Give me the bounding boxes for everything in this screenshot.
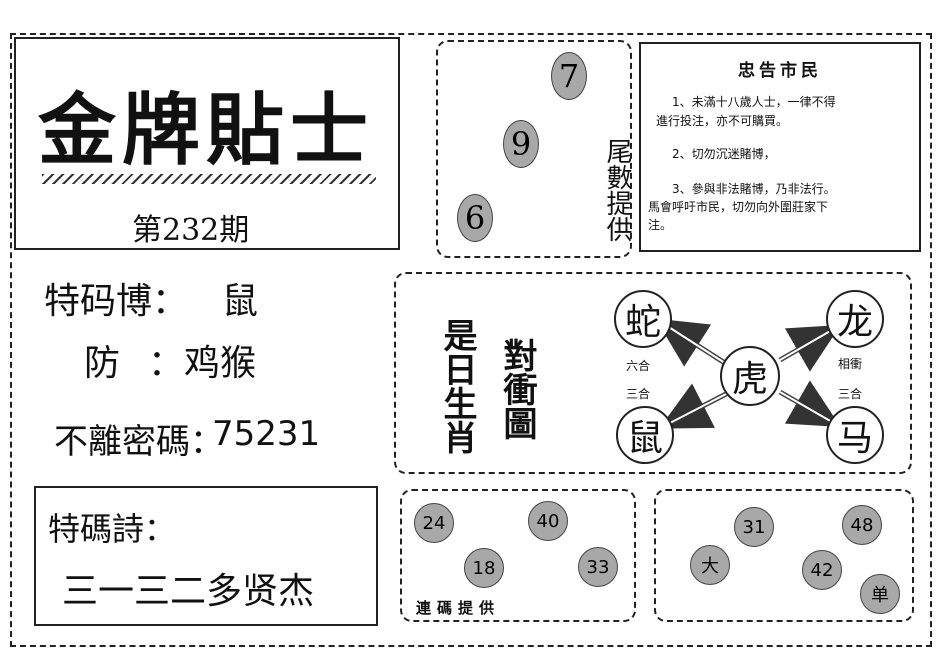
tail-ball: 7 (551, 52, 587, 100)
notice-line: 注。 (648, 218, 673, 232)
guard-separator: ： (148, 343, 185, 384)
tail-number-panel (436, 40, 632, 258)
zodiac-left-text: 是日生肖 (437, 318, 477, 454)
title-underline (42, 174, 376, 184)
special-label: 特码博： (44, 281, 189, 322)
zodiac-bottom-right: 马 (826, 406, 884, 464)
poem-label: 特碼詩： (48, 510, 177, 548)
tail-label: 尾數提供 (602, 138, 632, 242)
combo-panel (400, 489, 636, 622)
poem-panel (34, 486, 378, 626)
extra-ball: 42 (802, 550, 842, 590)
parity-ball: 单 (860, 574, 900, 614)
page-title: 金牌貼士 (38, 85, 375, 176)
guard-value: 鸡猴 (184, 343, 257, 384)
code-value: 75231 (212, 414, 321, 454)
zodiac-top-right: 龙 (826, 290, 884, 348)
notice-line: 進行投注，亦不可購買。 (656, 114, 789, 128)
relation-label: 三合 (838, 387, 863, 401)
special-value: 鼠 (222, 281, 259, 322)
relation-label: 三合 (626, 387, 651, 401)
guard-label: 防 (84, 343, 121, 384)
notice-title: 忠告市民 (738, 61, 822, 81)
zodiac-center: 虎 (720, 346, 780, 406)
relation-label: 相衝 (838, 357, 863, 371)
zodiac-right-text: 對衝圖 (497, 338, 537, 440)
issue-number: 第232期 (132, 213, 250, 248)
notice-line: 馬會呼吁市民，切勿向外圍莊家下 (648, 200, 829, 214)
combo-ball: 40 (528, 501, 568, 541)
combo-ball: 18 (464, 548, 504, 588)
relation-label: 六合 (626, 359, 651, 373)
title-panel (14, 37, 400, 250)
extra-panel (654, 489, 914, 622)
extra-ball: 48 (842, 505, 882, 545)
combo-label: 連碼提供 (416, 599, 501, 617)
zodiac-bottom-left: 鼠 (616, 406, 674, 464)
notice-line: 2、切勿沉迷賭博， (672, 147, 776, 161)
notice-line: 3、參與非法賭博，乃非法行。 (672, 182, 836, 196)
zodiac-panel (394, 272, 912, 474)
combo-ball: 33 (578, 547, 618, 587)
page-border (10, 33, 932, 647)
tail-ball: 6 (457, 194, 493, 242)
zodiac-top-left: 蛇 (614, 290, 672, 348)
poem-text: 三一三二多贤杰 (62, 571, 315, 612)
combo-ball: 24 (414, 503, 454, 543)
notice-line: 1、未滿十八歲人士，一律不得 (672, 95, 836, 109)
code-label: 不離密碼： (54, 422, 224, 462)
tail-ball: 9 (503, 120, 539, 168)
extra-ball: 31 (734, 507, 774, 547)
notice-panel (639, 42, 921, 252)
size-ball: 大 (690, 545, 730, 585)
